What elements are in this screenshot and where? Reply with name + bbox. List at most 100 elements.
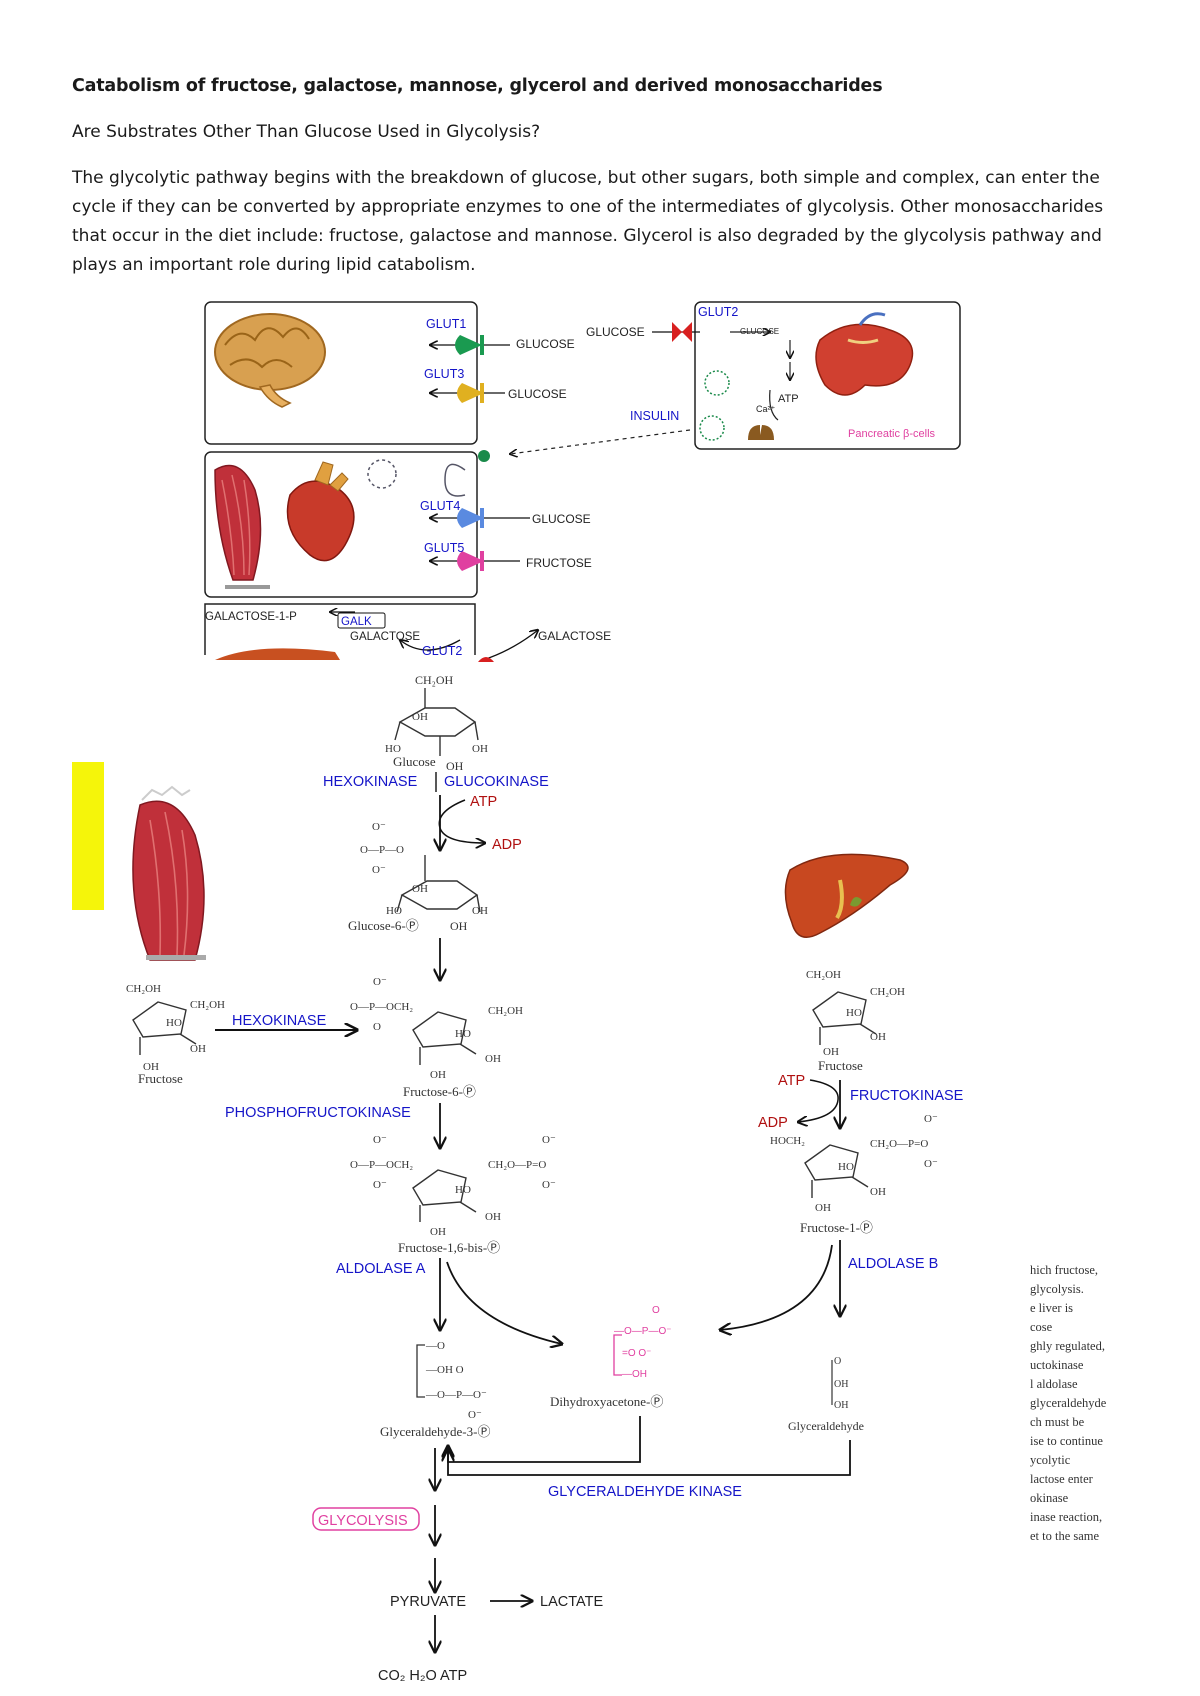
clipped-line: et to the same <box>1030 1529 1100 1543</box>
ho-glucose: HO <box>385 743 401 755</box>
ch2oh-f6p: CH₂OH <box>488 1005 523 1017</box>
phos-f16-top: O⁻ <box>373 1134 387 1146</box>
pyruvate-label: PYRUVATE <box>390 1594 466 1610</box>
clipped-line: hich fructose, <box>1030 1263 1098 1277</box>
ho-f6p: HO <box>455 1028 471 1040</box>
glucokinase-label: GLUCOKINASE <box>444 774 549 790</box>
g6p-oh-label: OH <box>450 919 468 933</box>
clipped-line: ycolytic <box>1030 1453 1071 1467</box>
galk-box <box>337 612 386 629</box>
glut3-transporter <box>430 383 505 403</box>
clipped-line: lactose enter <box>1030 1472 1094 1486</box>
glucose-6p-molecule <box>396 855 481 913</box>
glycolysis-box <box>312 1507 420 1531</box>
clipped-line: l aldolase <box>1030 1377 1078 1391</box>
fructose-1p-label: Fructose-1-Ⓟ <box>800 1220 873 1235</box>
clipped-line: ise to continue <box>1030 1434 1103 1448</box>
glut1-transporter <box>430 335 510 355</box>
glucose-oh-label: OH <box>446 759 464 773</box>
galactose-left-label: GALACTOSE <box>350 631 420 643</box>
adp-top-label: ADP <box>492 837 522 853</box>
atp-pancreas-label: ATP <box>778 393 799 405</box>
dhap-o-top: O <box>652 1305 660 1316</box>
clipped-line: inase reaction, <box>1030 1510 1102 1524</box>
clipped-right-text: hich fructose, glycolysis. e liver is co… <box>1030 1263 1107 1543</box>
products-label: CO₂ H₂O ATP <box>378 1668 467 1684</box>
arrow-aldolase-a-dhap <box>446 1261 562 1344</box>
oh2-fru-left: OH <box>143 1061 159 1073</box>
phos-f6p-bottom: O <box>373 1021 381 1033</box>
fructose-left-molecule <box>132 1001 197 1055</box>
clipped-line: glyceraldehyde <box>1030 1396 1107 1410</box>
clipped-line: okinase <box>1030 1491 1069 1505</box>
ch2oh-fru-left-1: CH₂OH <box>126 983 161 995</box>
phos-f1p-bottom: O⁻ <box>924 1158 938 1170</box>
fructose-16bp-label: Fructose-1,6-bis-Ⓟ <box>398 1240 500 1255</box>
glut1-label: GLUT1 <box>426 317 466 331</box>
galactose-right-label: GALACTOSE <box>538 629 611 643</box>
g3p-oh: —OH O <box>425 1364 464 1376</box>
dhap-oh: —OH <box>622 1369 647 1380</box>
insulin-receptor-icon <box>478 450 490 462</box>
glucose-label-3: GLUCOSE <box>508 387 567 401</box>
hexokinase-top-label: HEXOKINASE <box>323 774 418 790</box>
phosphate-g6p: O—P—O <box>360 844 404 856</box>
glyceraldehyde-o: O <box>834 1356 841 1367</box>
oh2-glucose: OH <box>412 711 428 723</box>
arrow-glyceraldehyde-g3p <box>448 1440 851 1476</box>
ho-f16: HO <box>455 1184 471 1196</box>
clipped-line: uctokinase <box>1030 1358 1084 1372</box>
oh2-fru-right: OH <box>823 1046 839 1058</box>
phos2-f16-bottom: O⁻ <box>542 1179 556 1191</box>
glucose-molecule <box>394 688 479 756</box>
document-title: Catabolism of fructose, galactose, manno… <box>72 76 883 96</box>
glyceraldehyde-kinase-label: GLYCERALDEHYDE KINASE <box>548 1484 742 1500</box>
glut4-transporter <box>430 508 530 528</box>
section-question: Are Substrates Other Than Glucose Used i… <box>72 122 541 142</box>
beta-cell-arrows <box>730 332 790 421</box>
oh2-f16: OH <box>430 1226 446 1238</box>
phosphate-g6p-top: O⁻ <box>372 821 386 833</box>
fructokinase-label: FRUCTOKINASE <box>850 1088 964 1104</box>
dhap-molecule <box>613 1334 622 1376</box>
aldolase-a-label: ALDOLASE A <box>336 1261 426 1277</box>
insulin-label: INSULIN <box>630 409 679 423</box>
glyceraldehyde-label: Glyceraldehyde <box>788 1419 864 1433</box>
ho-f1p: HO <box>838 1161 854 1173</box>
muscle-illustration <box>214 464 270 589</box>
ca-label: Ca²⁺ <box>756 404 776 414</box>
phos-f16-bottom: O⁻ <box>373 1179 387 1191</box>
oh-f6p: OH <box>485 1053 501 1065</box>
phos-f16: O—P—OCH₂ <box>350 1159 413 1171</box>
dhap-co: =O O⁻ <box>622 1348 651 1359</box>
galk-label: GALK <box>341 616 372 628</box>
atp-right-label: ATP <box>778 1073 805 1089</box>
glucose-label: Glucose <box>393 754 436 769</box>
phos2-f16: CH₂O—P=O <box>488 1159 546 1171</box>
fructose-right-label: Fructose <box>818 1058 863 1073</box>
liver-illustration <box>784 853 909 938</box>
oh2-g6p: OH <box>472 905 488 917</box>
g3p-phos: —O—P—O⁻ <box>425 1389 487 1401</box>
transport-figure: GLUT1 GLUT3 GLUT4 GLUT5 GLUT2 GLUT2 GLUC… <box>204 301 961 662</box>
ho-fru-right: HO <box>846 1007 862 1019</box>
beta-cell-icons <box>699 370 774 441</box>
glut5-label: GLUT5 <box>424 541 464 555</box>
g3p-label: Glyceraldehyde-3-Ⓟ <box>380 1424 490 1439</box>
glyceraldehyde-oh2: OH <box>834 1400 848 1411</box>
fructose-left-label: Fructose <box>138 1071 183 1086</box>
oh-g6p: OH <box>412 883 428 895</box>
arrow-dhap-g3p <box>448 1416 641 1463</box>
ch2oh-fru-left-2: CH₂OH <box>190 999 225 1011</box>
hoch2-f1p: HOCH₂ <box>770 1135 805 1147</box>
fructose-16bp-molecule <box>412 1169 477 1222</box>
glut2-liver-transporter <box>400 630 538 662</box>
ch2oh-fru-right-2: CH₂OH <box>870 986 905 998</box>
aldolase-b-label: ALDOLASE B <box>848 1256 938 1272</box>
intro-paragraph: The glycolytic pathway begins with the b… <box>72 168 1104 275</box>
clipped-line: e liver is <box>1030 1301 1073 1315</box>
liver-panel <box>204 603 476 655</box>
phosphate-g6p-bottom: O⁻ <box>372 864 386 876</box>
fructose-1p-molecule <box>804 1144 869 1198</box>
glycolysis-label: GLYCOLYSIS <box>318 1513 408 1529</box>
